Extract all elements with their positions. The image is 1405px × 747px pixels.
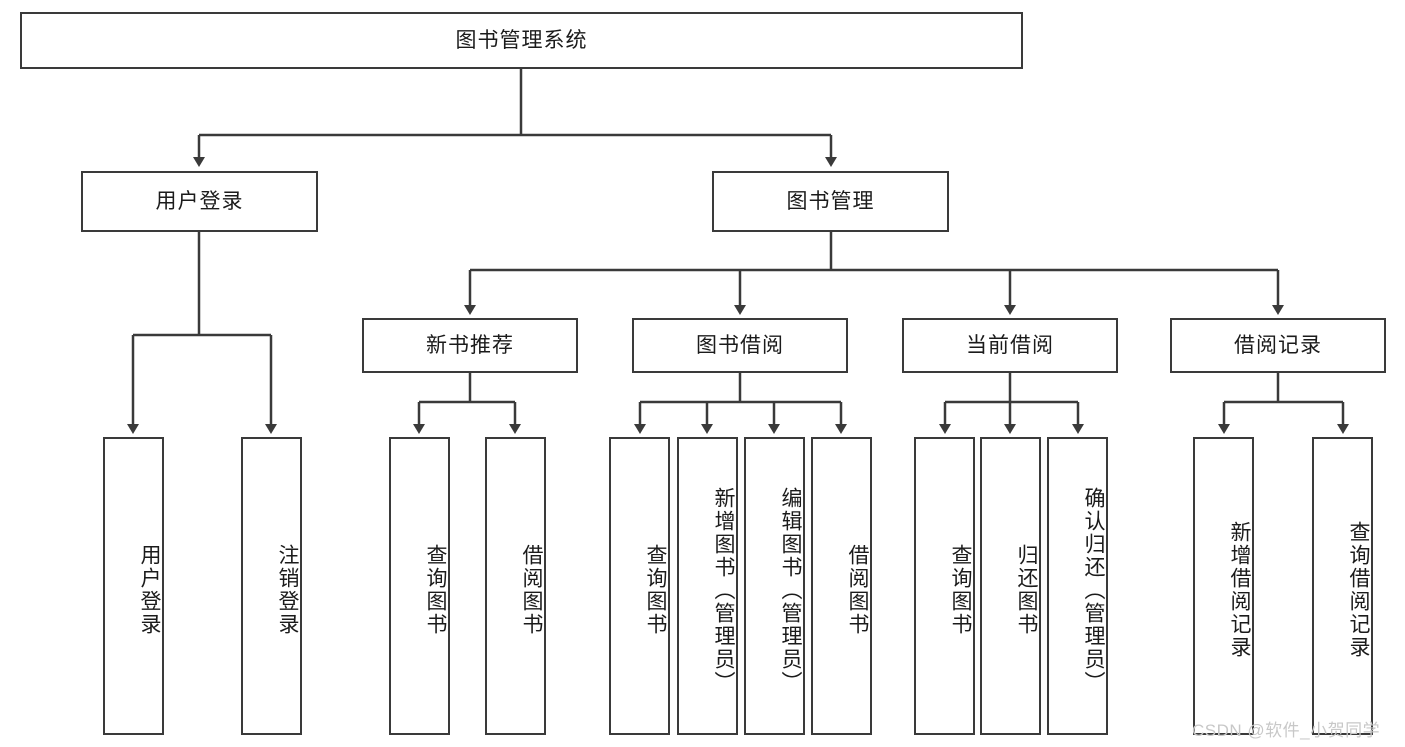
leaf-current-query[interactable]: 查询图书 <box>914 437 975 735</box>
leaf-record-add[interactable]: 新增借阅记录 <box>1193 437 1254 735</box>
node-label: 确认归还（管理员） <box>1082 486 1105 694</box>
leaf-user-login[interactable]: 用户登录 <box>103 437 164 735</box>
node-label: 查询图书 <box>424 544 447 636</box>
leaf-borrow-add-book[interactable]: 新增图书（管理员） <box>677 437 738 735</box>
node-label: 注销登录 <box>276 544 299 636</box>
node-label: 借阅图书 <box>520 544 543 636</box>
node-label: 查询借阅记录 <box>1347 521 1370 659</box>
leaf-borrow-borrow-book[interactable]: 借阅图书 <box>811 437 872 735</box>
node-label: 查询图书 <box>949 544 972 636</box>
csdn-watermark: CSDN @软件_小贺同学 <box>1192 721 1381 740</box>
leaf-current-return[interactable]: 归还图书 <box>980 437 1041 735</box>
node-root-system[interactable]: 图书管理系统 <box>20 12 1023 69</box>
node-label: 借阅图书 <box>846 544 869 636</box>
node-label: 借阅记录 <box>1234 333 1322 357</box>
leaf-record-query[interactable]: 查询借阅记录 <box>1312 437 1373 735</box>
node-label: 当前借阅 <box>966 333 1054 357</box>
node-book-borrow[interactable]: 图书借阅 <box>632 318 848 373</box>
node-user-login[interactable]: 用户登录 <box>81 171 318 232</box>
node-label: 新增借阅记录 <box>1228 521 1251 659</box>
node-label: 归还图书 <box>1015 544 1038 636</box>
node-label: 图书管理系统 <box>455 28 588 52</box>
node-label: 图书管理 <box>786 189 875 213</box>
leaf-user-logout[interactable]: 注销登录 <box>241 437 302 735</box>
leaf-current-confirm-return[interactable]: 确认归还（管理员） <box>1047 437 1108 735</box>
node-label: 图书借阅 <box>696 333 784 357</box>
node-label: 用户登录 <box>138 544 161 636</box>
leaf-newbook-query[interactable]: 查询图书 <box>389 437 450 735</box>
leaf-newbook-borrow[interactable]: 借阅图书 <box>485 437 546 735</box>
node-label: 查询图书 <box>644 544 667 636</box>
leaf-borrow-edit-book[interactable]: 编辑图书（管理员） <box>744 437 805 735</box>
leaf-borrow-query[interactable]: 查询图书 <box>609 437 670 735</box>
node-borrow-record[interactable]: 借阅记录 <box>1170 318 1386 373</box>
node-book-management[interactable]: 图书管理 <box>712 171 949 232</box>
node-label: 新书推荐 <box>426 333 514 357</box>
node-current-borrow[interactable]: 当前借阅 <box>902 318 1118 373</box>
node-label: 编辑图书（管理员） <box>779 486 802 694</box>
node-label: 用户登录 <box>155 189 244 213</box>
node-label: 新增图书（管理员） <box>712 486 735 694</box>
node-new-book-recommend[interactable]: 新书推荐 <box>362 318 578 373</box>
